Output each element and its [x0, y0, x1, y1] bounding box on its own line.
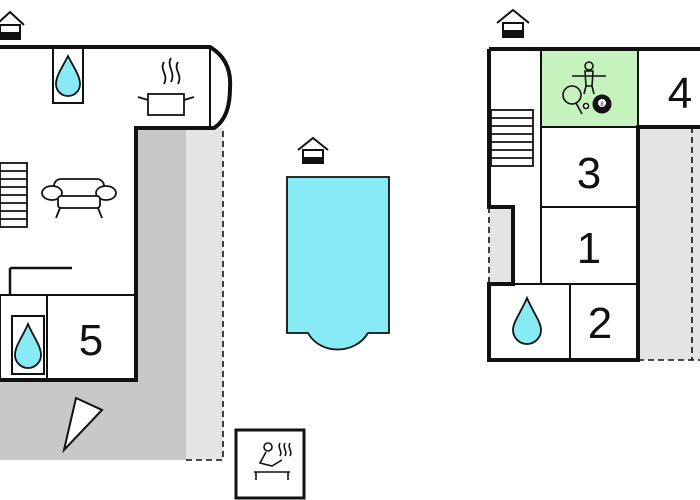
sauna-icon	[254, 442, 292, 480]
cooking-pot-icon	[137, 57, 195, 116]
left-building-walls	[0, 45, 233, 382]
stairs-icon	[490, 109, 534, 167]
svg-text:8: 8	[600, 102, 604, 108]
garden-direction-icon	[62, 396, 104, 454]
room-2-label: 2	[588, 299, 612, 348]
left-building: 5	[0, 10, 233, 461]
pool-icon	[286, 176, 390, 351]
table-football-icon	[572, 61, 606, 95]
room-5-label: 5	[79, 316, 103, 365]
water-drop-icon	[11, 315, 45, 375]
room-4-label: 4	[668, 69, 692, 118]
sauna	[234, 428, 306, 500]
outdoor-area-outline	[186, 128, 224, 461]
terrace-area	[0, 128, 186, 460]
right-building: 3 1 2 4	[487, 8, 700, 362]
bathroom-left-room	[0, 294, 48, 381]
sofa-icon	[41, 178, 117, 219]
stairs-icon	[0, 162, 28, 228]
bathroom-right-room	[488, 283, 571, 361]
activity-room	[540, 48, 639, 128]
entrance-house-icon	[0, 10, 25, 40]
water-drop-icon	[512, 295, 542, 345]
room-3-label: 3	[577, 149, 601, 198]
outdoor-area-right	[638, 127, 700, 360]
billiard-ball-icon: 8	[592, 94, 612, 114]
water-drop-icon	[52, 47, 84, 104]
outdoor-area-left	[489, 207, 513, 284]
kitchen-partition	[8, 266, 72, 295]
entrance-house-icon	[496, 8, 530, 38]
pool	[286, 136, 390, 351]
table-tennis-icon	[562, 85, 590, 115]
room-1-label: 1	[577, 224, 601, 273]
entrance-house-icon	[297, 136, 329, 164]
outdoor-area	[186, 128, 223, 460]
